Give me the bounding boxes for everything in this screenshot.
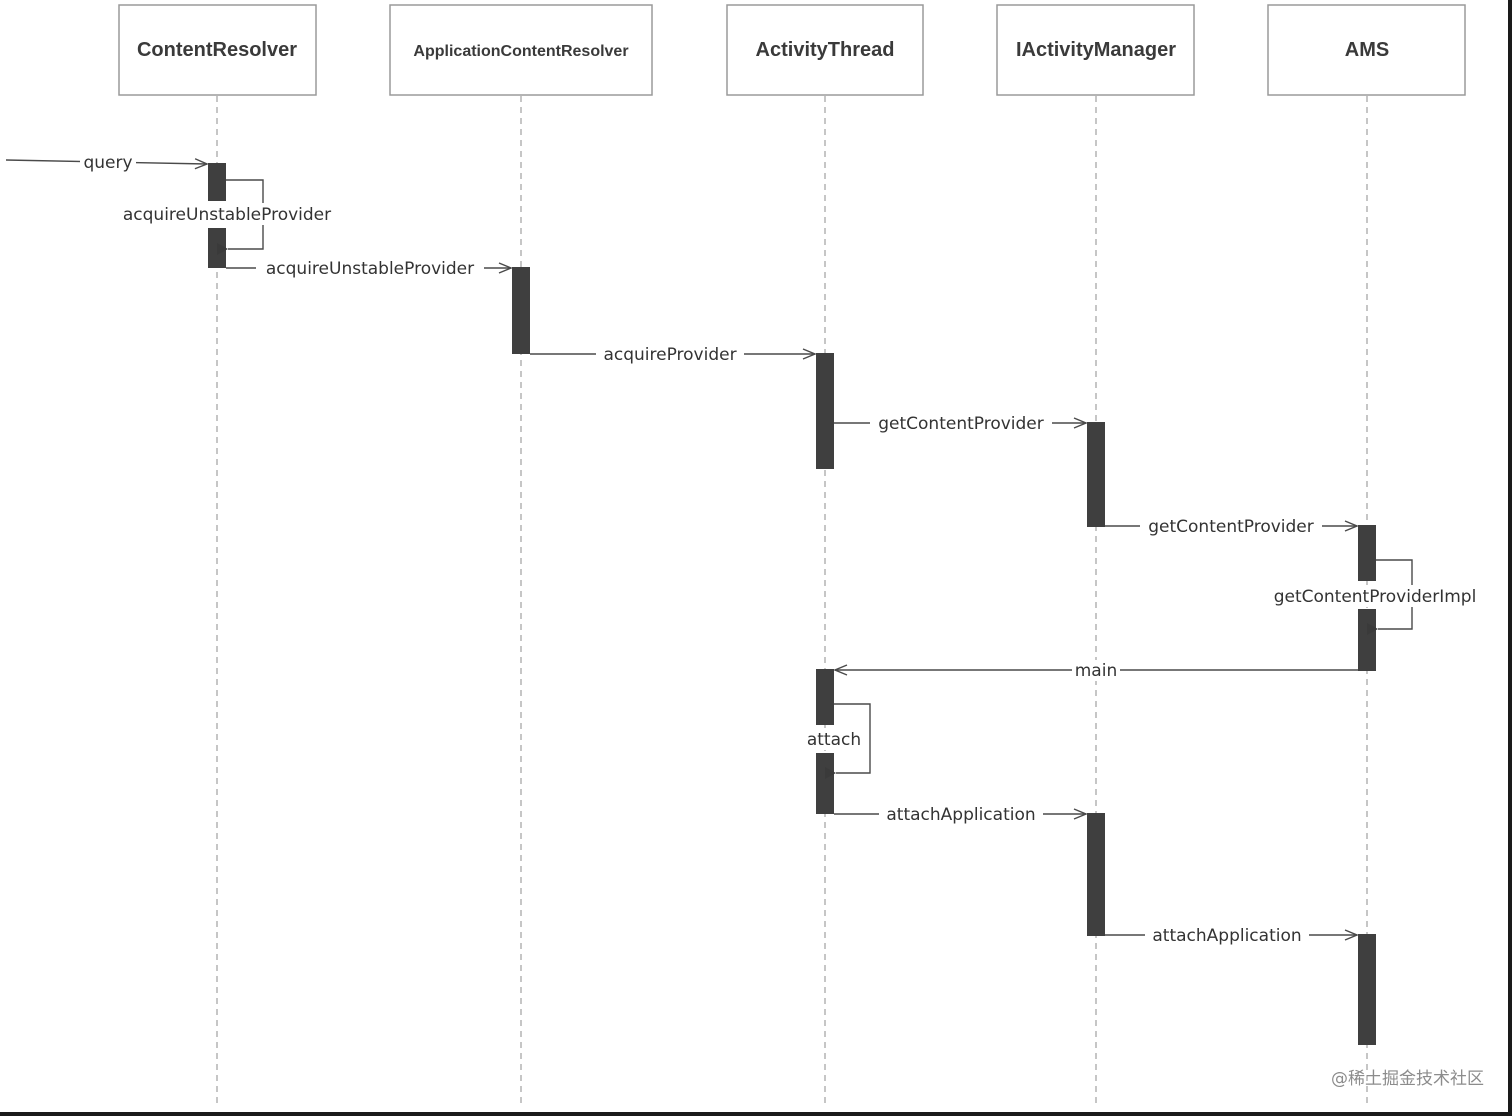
message-label: attachApplication [886,805,1035,825]
activation-activitythread-1 [816,353,834,469]
message-query: query [5,152,207,173]
message-label: attachApplication [1152,926,1301,946]
message-label: main [1075,661,1117,681]
activation-ams-1 [1358,525,1376,581]
participant-appcontentresolver: ApplicationContentResolver [389,4,653,96]
participant-label: AMS [1345,39,1389,61]
message-label: acquireUnstableProvider [123,205,331,225]
message-attach: attach [803,703,871,779]
message-get-content-provider-impl: getContentProviderImpl [1264,559,1486,635]
participant-label: ActivityThread [756,39,895,61]
participant-activitythread: ActivityThread [726,4,924,96]
message-label: attach [807,730,861,750]
activations [208,163,1376,1045]
activation-ams-2 [1358,609,1376,671]
activation-activitythread-3 [816,753,834,814]
participant-contentresolver: ContentResolver [118,4,317,96]
lifelines [216,96,1368,1104]
activation-ams-3 [1358,934,1376,1045]
participant-iactivitymanager: IActivityManager [996,4,1195,96]
message-get-content-provider-1: getContentProvider [834,413,1086,434]
message-attach-application-2: attachApplication [1105,925,1357,946]
message-label: acquireUnstableProvider [266,259,474,279]
message-label: getContentProvider [1148,517,1314,537]
message-label: getContentProviderImpl [1274,587,1477,607]
message-acquire-provider: acquireProvider [530,344,815,365]
activation-iactivitymanager-1 [1087,422,1105,527]
activation-appcontentresolver [512,267,530,354]
message-main: main [835,660,1358,681]
message-acquire-unstable-provider: acquireUnstableProvider [226,258,511,279]
participant-label: IActivityManager [1016,39,1176,61]
participant-label: ApplicationContentResolver [413,43,628,60]
watermark-text: @稀土掘金技术社区 [1331,1069,1484,1089]
message-get-content-provider-2: getContentProvider [1105,516,1357,537]
activation-iactivitymanager-2 [1087,813,1105,936]
message-label: query [83,153,132,173]
activation-activitythread-2 [816,669,834,725]
participant-ams: AMS [1267,4,1466,96]
message-label: acquireProvider [603,345,736,365]
participant-label: ContentResolver [137,39,297,61]
activation-contentresolver-1 [208,163,226,201]
activation-contentresolver-2 [208,228,226,268]
message-acquire-unstable-provider-self: acquireUnstableProvider [112,179,342,255]
message-label: getContentProvider [878,414,1044,434]
message-attach-application-1: attachApplication [834,804,1086,825]
